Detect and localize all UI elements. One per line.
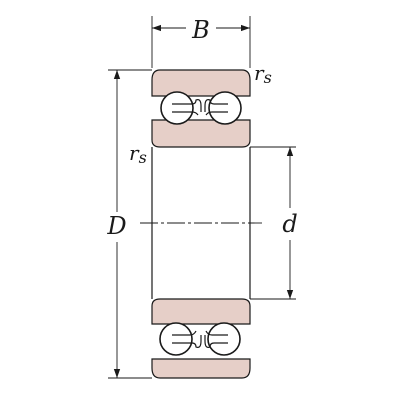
radius-left-label: rs — [129, 141, 147, 167]
radius-top-label: rs — [254, 61, 272, 87]
radius-top-r: r — [254, 61, 265, 85]
top-cage — [172, 99, 228, 116]
width-label: B — [191, 16, 210, 44]
radius-top-s: s — [264, 68, 272, 87]
radius-left-r: r — [129, 141, 140, 165]
top-inner-ring — [151, 119, 251, 148]
bottom-inner-ring — [151, 298, 251, 325]
bottom-right-ball — [207, 322, 241, 356]
bottom-left-ball — [159, 322, 193, 356]
bottom-outer-ring — [151, 358, 251, 379]
bore-diameter-label: d — [282, 210, 297, 238]
bottom-cage — [172, 330, 228, 348]
radius-left-s: s — [139, 148, 147, 167]
top-outer-ring — [151, 69, 251, 97]
top-left-ball — [160, 91, 194, 125]
outer-diameter-label: D — [106, 212, 126, 240]
top-right-ball — [208, 91, 242, 125]
